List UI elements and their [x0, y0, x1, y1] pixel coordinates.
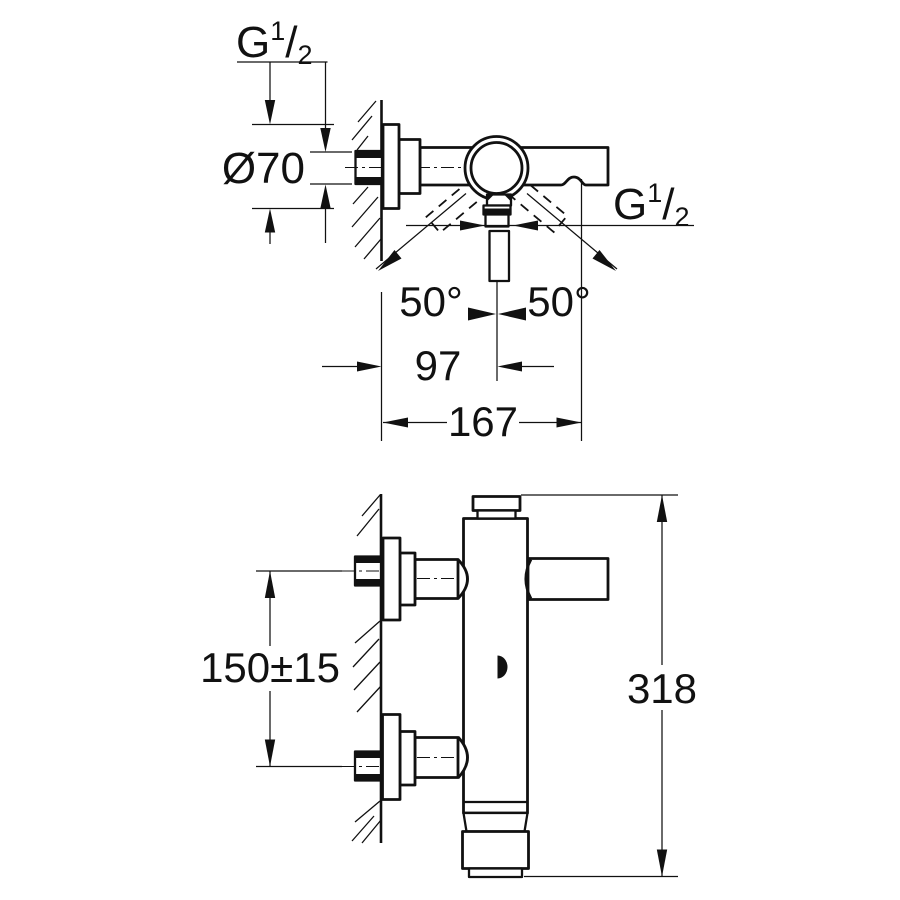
ball-joint-bottom: [456, 736, 469, 779]
outlet-neck-shadow: [487, 194, 511, 202]
swivel-ring-inner: [469, 141, 524, 195]
escutcheon-step-side-top: [398, 551, 417, 607]
spout-taper: [462, 811, 529, 833]
shower-outlet: [482, 193, 513, 283]
thread-top-dimension: G1/2 Ø70: [222, 16, 352, 244]
top-view: 50° 50°: [222, 16, 694, 445]
outlet-swivel-dashed: [425, 175, 569, 235]
angle-arrow-center-left: [468, 307, 496, 321]
depth-dimensions: 97 167: [322, 179, 583, 445]
spout-outlet: [461, 811, 530, 879]
angle-arrow-right: [592, 250, 616, 271]
outlet-tube: [488, 229, 511, 283]
ball-joint-top: [456, 558, 469, 600]
angle-left-label: 50°: [399, 278, 463, 325]
top-cap: [471, 495, 522, 512]
swivel-angle-dimension: 50° 50°: [375, 193, 618, 325]
angle-right-label: 50°: [527, 278, 591, 325]
diameter-label: Ø70: [222, 144, 305, 193]
escutcheon-flange-top: [381, 123, 401, 210]
thread-right-dimension: G1/2: [406, 178, 694, 232]
outlet-collar-band: [484, 208, 510, 214]
height-dimension: 318: [521, 494, 697, 878]
dia70-extension-lines: [252, 123, 334, 210]
outlet-thread: [484, 213, 510, 228]
dim-reach-label: 167: [448, 398, 518, 445]
angle-arrow-left: [378, 250, 402, 271]
top-connection: [342, 536, 469, 622]
thread-arrow-left: [460, 220, 485, 231]
outlet-swung-right: [505, 175, 569, 234]
side-view: 150±15 318: [200, 494, 697, 879]
thread-right-label: G1/2: [613, 178, 690, 232]
thread-extension-lines: [310, 151, 352, 185]
dim-depth-label: 97: [415, 342, 462, 389]
lever-handle: [524, 557, 610, 601]
outlet-swung-left: [425, 176, 488, 235]
mixer-body-side: [462, 517, 529, 815]
wall-hatching-top: [351, 100, 382, 260]
body-button-mark: [497, 655, 508, 679]
aerator-lip: [467, 867, 524, 879]
escutcheon-flange-side-bottom: [381, 713, 402, 801]
escutcheon-step-side-bottom: [398, 730, 417, 787]
thread-top-label: G1/2: [236, 16, 313, 70]
top-cap-step: [476, 509, 517, 520]
handle-bar: [526, 557, 610, 601]
handle-ball-arc: [524, 558, 533, 600]
dim-height-label: 318: [627, 665, 697, 712]
wall-hatching-side: [351, 494, 382, 844]
aerator: [461, 830, 530, 870]
angle-arrow-center-right: [498, 307, 526, 321]
escutcheon-flange-side-top: [381, 536, 402, 622]
spacing-dimension: 150±15: [200, 570, 342, 768]
escutcheon-step-top: [397, 138, 422, 195]
bottom-connection: [342, 713, 469, 801]
thread-arrow-right: [513, 220, 538, 231]
dim-spacing-label: 150±15: [200, 644, 340, 691]
